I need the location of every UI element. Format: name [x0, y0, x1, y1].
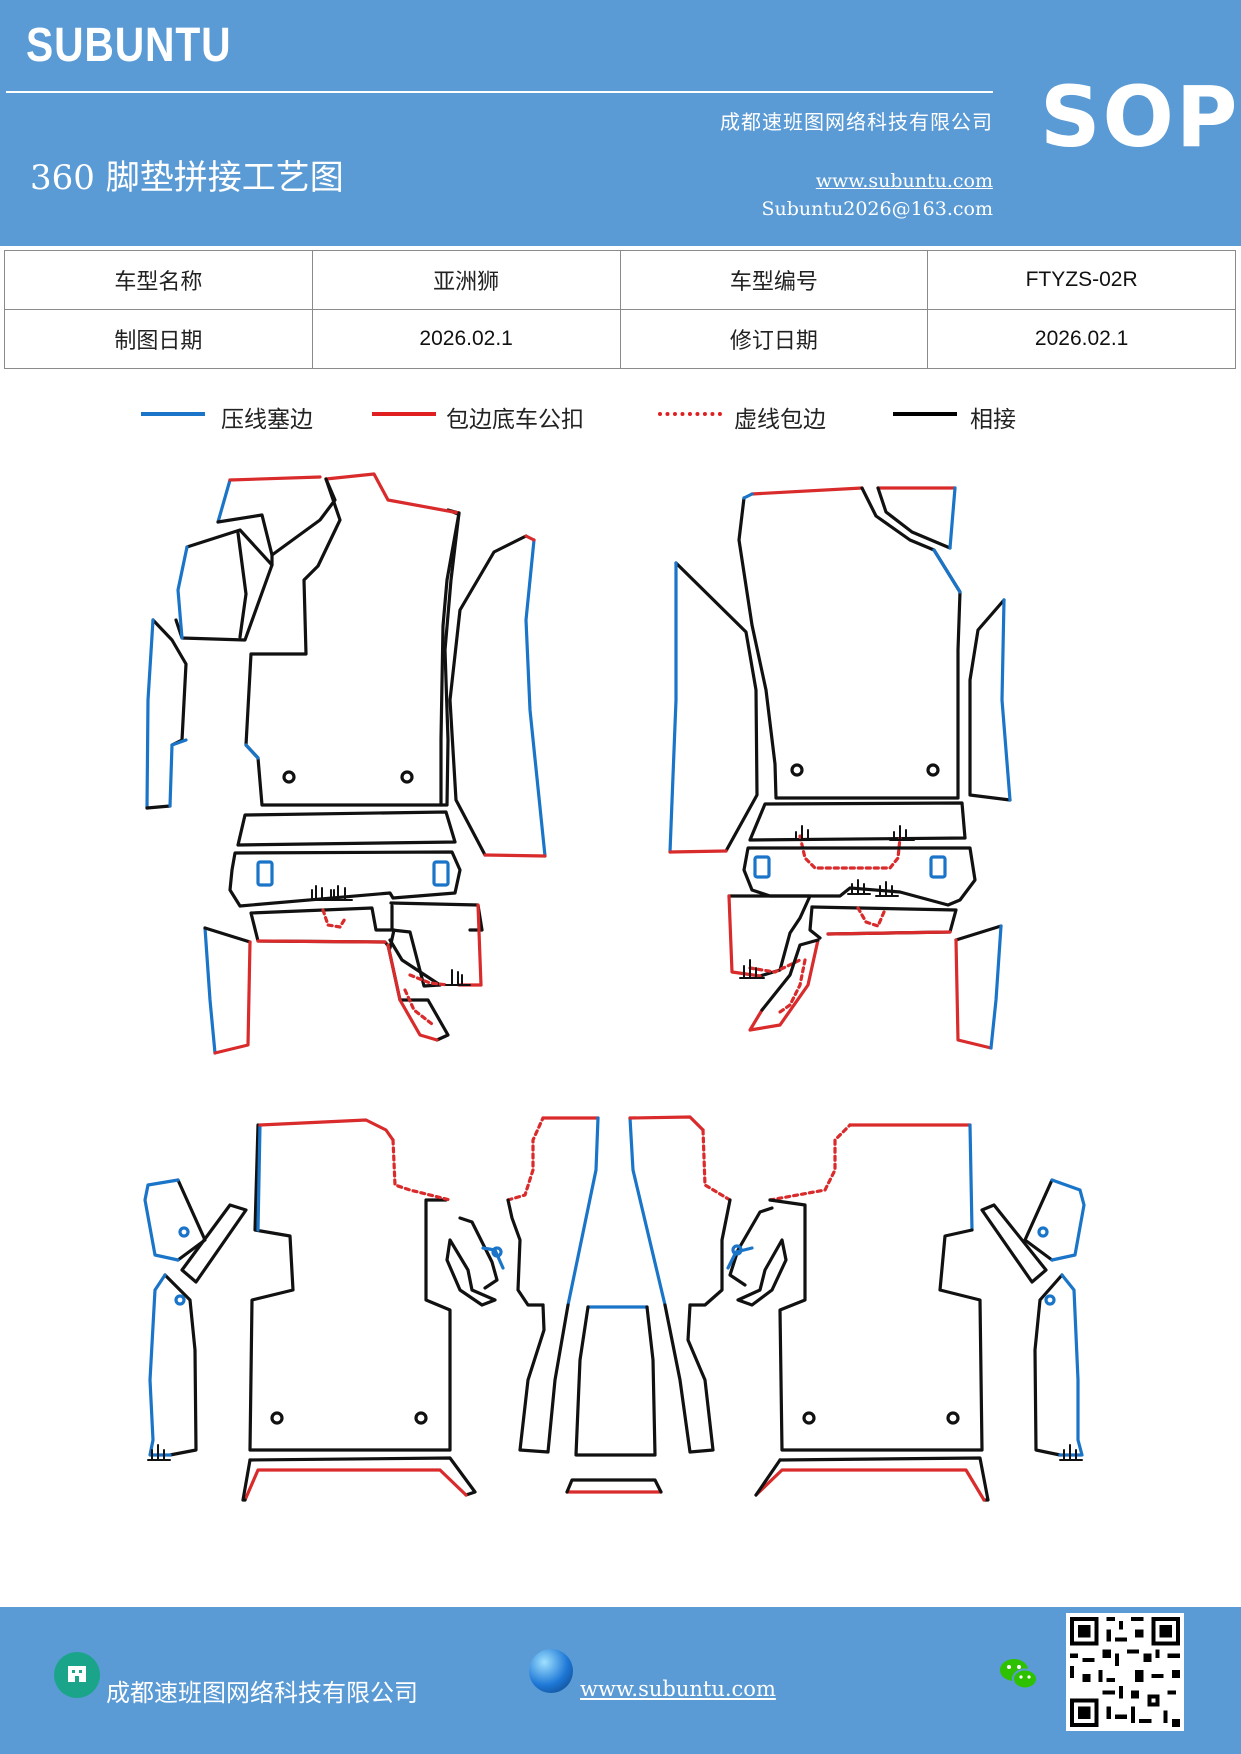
- legend-label: 压线塞边: [221, 407, 313, 433]
- label-model-code: 车型编号: [619, 250, 929, 310]
- footer-bar: 成都速班图网络科技有限公司 www.subuntu.com: [0, 1607, 1241, 1754]
- label-drawing-date: 制图日期: [4, 309, 313, 369]
- legend-swatch: [893, 412, 957, 416]
- label-model-name: 车型名称: [4, 250, 313, 310]
- wechat-icon[interactable]: [996, 1652, 1042, 1698]
- legend-swatch: [372, 412, 436, 416]
- legend-swatch: [141, 412, 205, 416]
- building-icon: [54, 1652, 100, 1698]
- mat-group-rear-left: [143, 1116, 663, 1502]
- footer-website-link[interactable]: www.subuntu.com: [580, 1677, 776, 1701]
- brand-logo: SUBUNTU: [26, 19, 232, 72]
- email-address: Subuntu2026@163.com: [761, 198, 993, 220]
- mat-group-front-right: [668, 486, 1012, 1050]
- globe-icon: [529, 1649, 573, 1693]
- header-banner: SUBUNTU SOP 360 脚垫拼接工艺图 成都速班图网络科技有限公司 ww…: [0, 0, 1241, 246]
- legend-swatch: [658, 412, 722, 416]
- header-divider: [6, 91, 993, 93]
- company-name: 成都速班图网络科技有限公司: [720, 110, 993, 134]
- mat-group-rear-center: [574, 1305, 657, 1457]
- legend-label: 包边底车公扣: [446, 407, 584, 433]
- value-revision-date: 2026.02.1: [927, 309, 1236, 369]
- vehicle-info-table: 车型名称 亚洲狮 车型编号 FTYZS-02R 制图日期 2026.02.1 修…: [4, 250, 1236, 369]
- page-title: 360 脚垫拼接工艺图: [30, 158, 344, 198]
- mat-group-front-left: [145, 472, 547, 1055]
- value-model-code: FTYZS-02R: [927, 250, 1236, 310]
- footer-company-name: 成都速班图网络科技有限公司: [106, 1679, 418, 1707]
- website-link[interactable]: www.subuntu.com: [815, 170, 993, 192]
- legend-label: 相接: [970, 407, 1016, 433]
- sop-badge: SOP: [1040, 68, 1240, 166]
- value-drawing-date: 2026.02.1: [311, 309, 621, 369]
- table-row: 车型名称 亚洲狮 车型编号 FTYZS-02R: [4, 250, 1236, 310]
- label-revision-date: 修订日期: [619, 309, 929, 369]
- table-row: 制图日期 2026.02.1 修订日期 2026.02.1: [4, 309, 1236, 369]
- mat-group-rear-right: [628, 1115, 1086, 1502]
- value-model-name: 亚洲狮: [311, 250, 621, 310]
- legend-label: 虚线包边: [734, 407, 826, 433]
- qr-code[interactable]: [1066, 1613, 1184, 1731]
